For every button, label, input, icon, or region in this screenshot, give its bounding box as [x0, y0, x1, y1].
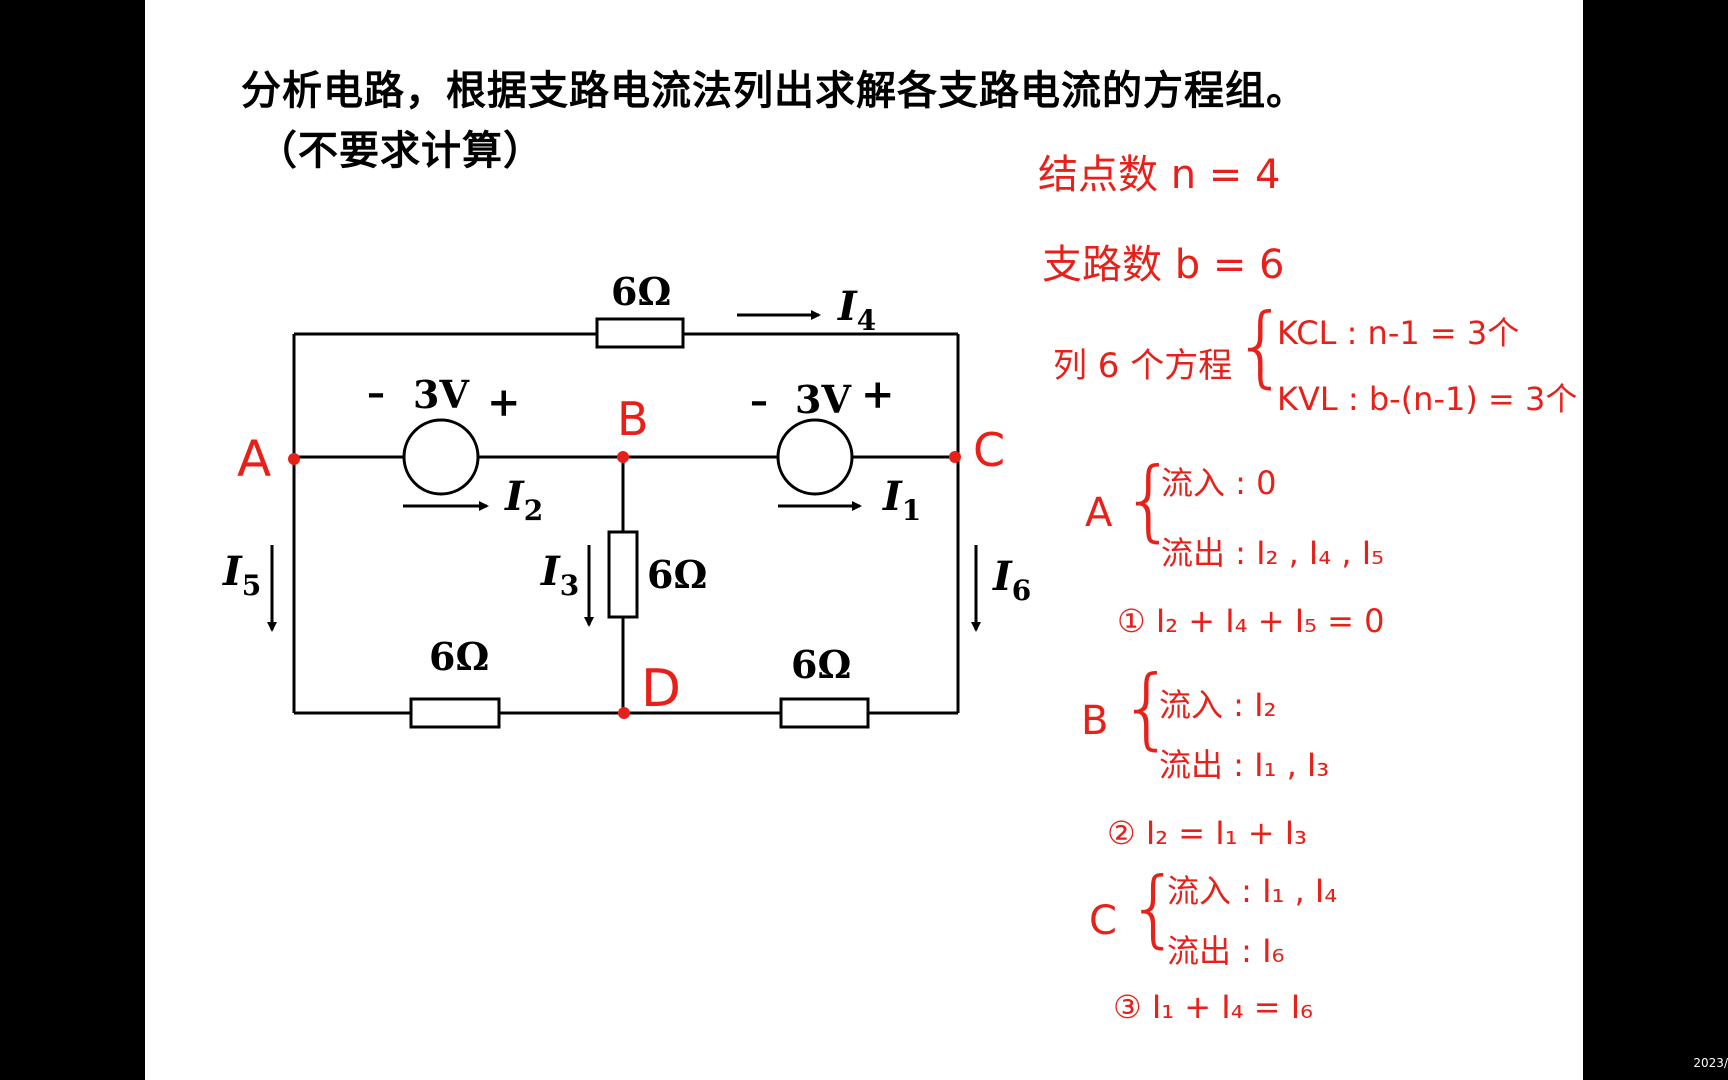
- note-node-B-outflow: 流出 : I₁ , I₃: [1159, 746, 1330, 784]
- problem-title: 分析电路，根据支路电流法列出求解各支路电流的方程组。: [241, 68, 1307, 114]
- voltage-source-left: [402, 418, 480, 496]
- resistor-bottom-left: [409, 697, 501, 729]
- current-label-I4: I4: [837, 283, 876, 337]
- current-label-I2: I2: [504, 473, 543, 527]
- resistor-bottom-right: [779, 697, 870, 729]
- slide-canvas: 分析电路，根据支路电流法列出求解各支路电流的方程组。 （不要求计算）: [145, 0, 1583, 1080]
- note-node-C-outflow: 流出 : I₆: [1167, 932, 1285, 970]
- problem-subtitle: （不要求计算）: [257, 128, 544, 174]
- resistor-bottom-left-label: 6Ω: [429, 634, 489, 679]
- source-right-minus: –: [750, 380, 768, 422]
- node-D-label: D: [641, 659, 681, 719]
- note-node-A-inflow: 流入 : 0: [1161, 464, 1277, 502]
- node-C-dot: [949, 451, 961, 463]
- note-node-A-outflow: 流出 : I₂ , I₄ , I₅: [1161, 534, 1384, 572]
- note-kcl: KCL : n-1 = 3个: [1277, 314, 1520, 352]
- note-node-A-label: A: [1085, 490, 1113, 536]
- note-node-C-label: C: [1089, 898, 1117, 944]
- source-left-minus: –: [367, 372, 385, 414]
- resistor-top-label: 6Ω: [611, 269, 671, 314]
- note-branch-count: 支路数 b = 6: [1042, 242, 1285, 288]
- note-node-B-label: B: [1081, 698, 1109, 744]
- resistor-middle-label: 6Ω: [647, 552, 707, 597]
- source-right-plus: +: [861, 371, 895, 418]
- timestamp: 2023/: [1693, 1056, 1728, 1070]
- note-node-C-equation: ③ I₁ + I₄ = I₆: [1113, 988, 1313, 1026]
- note-node-C-inflow: 流入 : I₁ , I₄: [1167, 872, 1338, 910]
- source-left-value: 3V: [413, 372, 470, 417]
- current-label-I1: I1: [882, 473, 921, 527]
- node-C-label: C: [973, 423, 1005, 477]
- voltage-source-right: [776, 418, 854, 496]
- resistor-middle: [607, 530, 639, 619]
- node-A-dot: [288, 453, 300, 465]
- node-B-label: B: [617, 392, 649, 446]
- brace-node-A: {: [1121, 448, 1177, 551]
- circuit-diagram: 6Ω 6Ω 6Ω 6Ω – 3V + – 3V + I4 I2 I1 I5 I3…: [222, 269, 1031, 729]
- current-label-I6: I6: [992, 553, 1031, 607]
- current-label-I3: I3: [540, 548, 579, 602]
- source-right-value: 3V: [795, 377, 852, 422]
- node-D-dot: [618, 707, 630, 719]
- brace-node-B: {: [1119, 656, 1175, 759]
- node-A-label: A: [237, 430, 271, 488]
- source-left-plus: +: [487, 379, 521, 426]
- note-node-count: 结点数 n = 4: [1038, 152, 1281, 198]
- note-node-A-equation: ① I₂ + I₄ + I₅ = 0: [1117, 602, 1385, 640]
- note-equations-intro: 列 6 个方程: [1053, 346, 1233, 386]
- brace-node-C: {: [1127, 859, 1181, 957]
- node-B-dot: [617, 451, 629, 463]
- note-node-B-equation: ② I₂ = I₁ + I₃: [1107, 814, 1307, 852]
- resistor-top: [595, 317, 685, 349]
- resistor-bottom-right-label: 6Ω: [791, 642, 851, 687]
- note-node-B-inflow: 流入 : I₂: [1159, 686, 1277, 724]
- note-kvl: KVL : b-(n-1) = 3个: [1277, 380, 1578, 418]
- current-label-I5: I5: [222, 548, 261, 602]
- brace-equations: {: [1233, 294, 1289, 397]
